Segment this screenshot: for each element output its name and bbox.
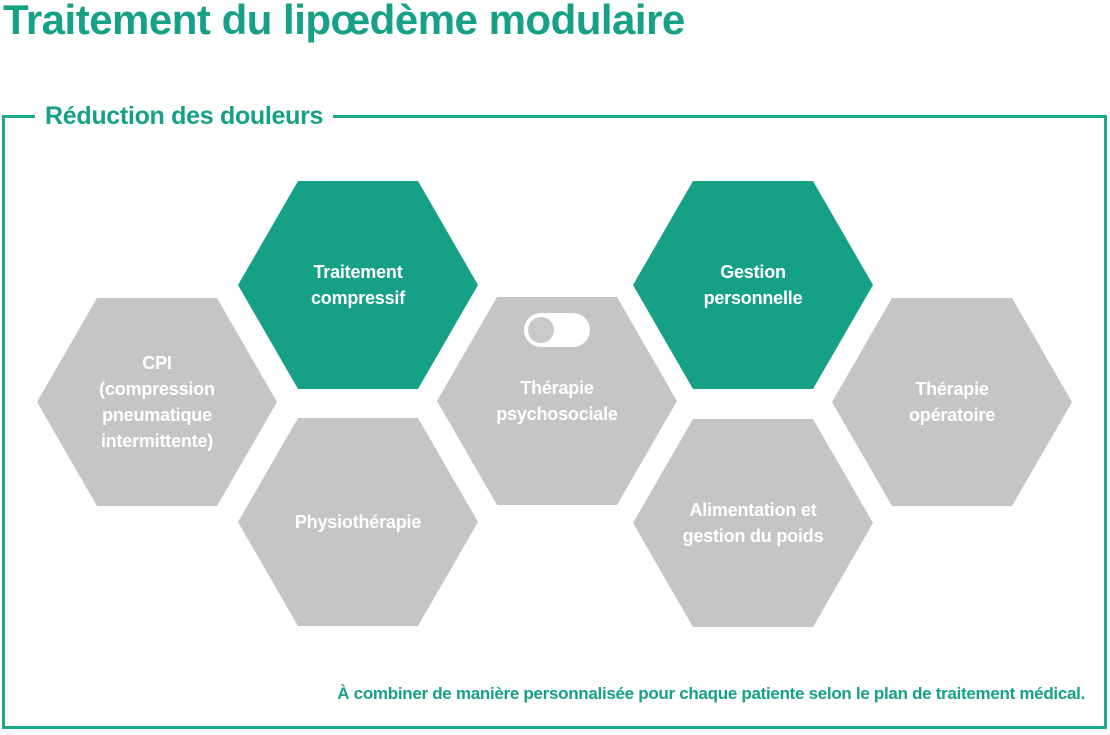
hexagon-cpi-label: CPI (compression pneumatique intermitten… — [99, 353, 215, 451]
page-title: Traitement du lipœdème modulaire — [3, 0, 685, 43]
hexagon-therapie-operatoire-label: Thérapie opératoire — [908, 379, 996, 425]
hexagon-alimentation-gestion-poids-label: Alimentation et gestion du poids — [682, 500, 824, 546]
hexagon-physiotherapie-label: Physiothérapie — [294, 512, 422, 532]
frame-label: Réduction des douleurs — [35, 101, 334, 131]
hexagon-gestion-personnelle-label: Gestion personnelle — [703, 262, 803, 308]
footnote: À combiner de manière personnalisée pour… — [337, 684, 1085, 703]
hexagon-therapie-psychosociale-label: Thérapie psychosociale — [496, 378, 618, 424]
toggle-knob-icon — [528, 317, 554, 343]
hexagon-traitement-compressif-label: Traitement compressif — [310, 262, 406, 308]
toggle-switch-icon — [524, 313, 590, 347]
reduction-frame: Réduction des douleurs — [2, 101, 1107, 729]
